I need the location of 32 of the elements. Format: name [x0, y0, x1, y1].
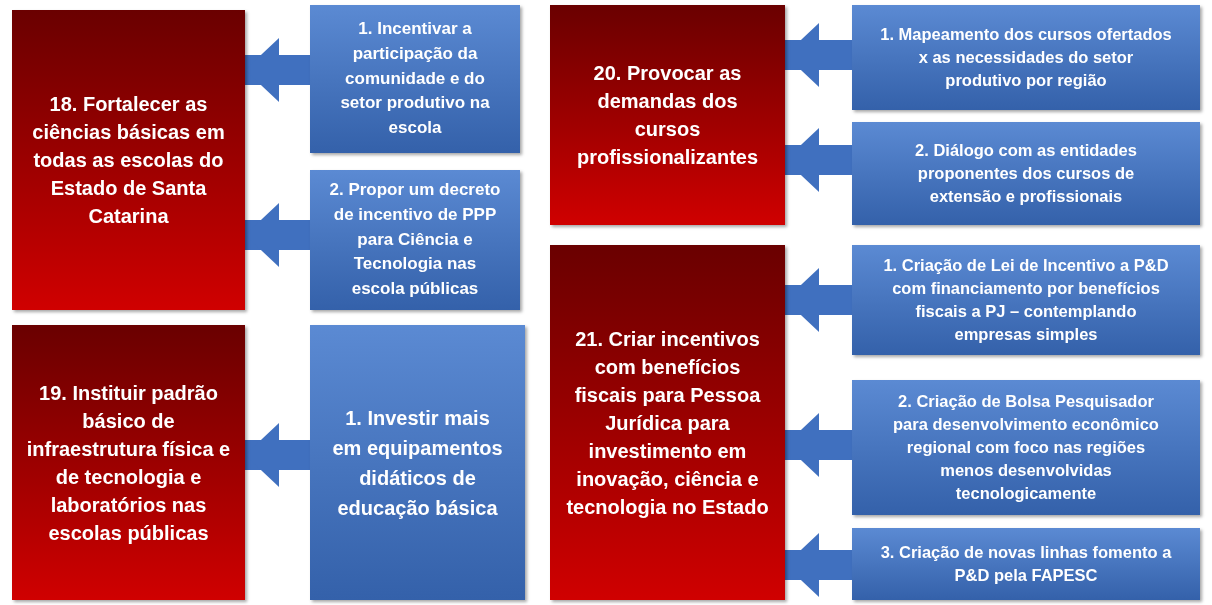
action-box — [852, 122, 1200, 225]
action-box — [852, 380, 1200, 515]
box-text: 21. Criar incentivos com benefícios fiscais para Pessoa Jurídica para investimento em inovação, ciência e tecnologia no Estado — [565, 326, 770, 520]
action-box — [852, 528, 1200, 600]
arrow — [785, 23, 852, 87]
arrow — [785, 533, 852, 597]
arrow — [245, 38, 310, 102]
box-text: 19. Instituir padrão básico de infraestrutura física e de tecnologia e laboratórios nas escolas públicas — [25, 380, 232, 546]
goal-box — [12, 10, 245, 310]
goal-box — [12, 325, 245, 600]
box-text: 3. Criação de novas linhas fomento a P&D pela FAPESC — [879, 541, 1173, 586]
box-text: 20. Provocar as demandas dos cursos profissionalizantes — [575, 61, 760, 170]
arrow — [785, 268, 852, 332]
arrow — [785, 413, 852, 477]
goal-box — [550, 245, 785, 600]
action-box — [310, 170, 520, 310]
action-box — [310, 325, 525, 600]
action-box — [852, 5, 1200, 110]
box-text: 1. Incentivar a participação da comunidade e do setor produtivo na escola — [339, 18, 491, 139]
action-box — [852, 245, 1200, 355]
box-text: 2. Propor um decreto de incentivo de PPP para Ciência e Tecnologia nas escola públicas — [328, 179, 502, 300]
goal-box — [550, 5, 785, 225]
arrow — [785, 128, 852, 192]
box-text: 2. Diálogo com as entidades proponentes dos cursos de extensão e profissionais — [914, 139, 1138, 208]
box-text: 1. Mapeamento dos cursos ofertados x as necessidades do setor produtivo por região — [879, 23, 1173, 92]
arrow — [245, 203, 310, 267]
box-text: 1. Criação de Lei de Incentivo a P&D com financiamento por benefícios fiscais a PJ – contemplando empresas simples — [882, 254, 1170, 346]
arrow — [245, 423, 310, 487]
box-text: 18. Fortalecer as ciências básicas em todas as escolas do Estado de Santa Catarina — [31, 92, 226, 229]
box-text: 1. Investir mais em equipamentos didáticos de educação básica — [331, 405, 504, 521]
action-box — [310, 5, 520, 153]
box-text: 2. Criação de Bolsa Pesquisador para desenvolvimento econômico regional com foco nas regiões menos desenvolvidas tecnologicamente — [892, 390, 1160, 505]
